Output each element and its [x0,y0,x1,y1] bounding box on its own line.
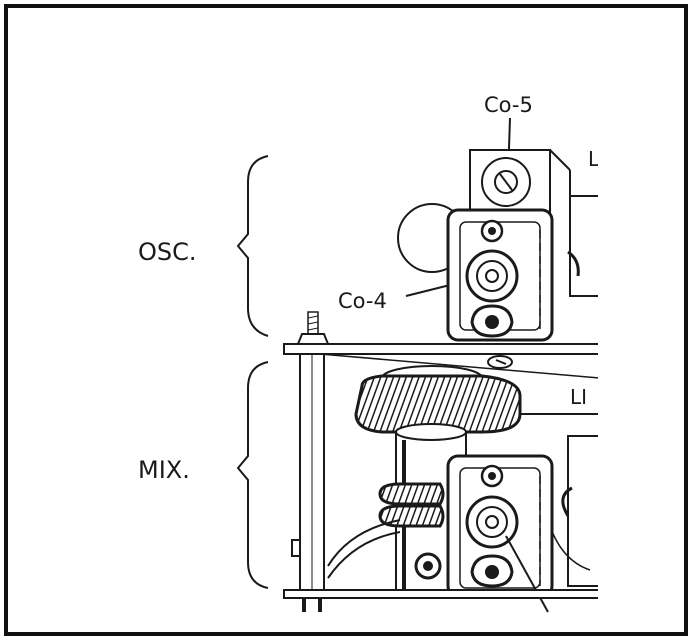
leader-mix-trimmer [505,535,549,613]
label-l-top: L [588,147,600,171]
label-mix: MIX. [138,456,190,484]
lower-chassis-plate [283,589,598,599]
label-co4: Co-4 [338,289,387,313]
label-osc: OSC. [138,238,197,266]
label-co5: Co-5 [484,93,533,117]
label-li: LI [570,385,587,409]
upper-chassis-plate [283,343,598,355]
brace-mix [236,361,269,589]
assembly-drawing: L LI [283,147,600,613]
brace-osc [236,155,269,337]
